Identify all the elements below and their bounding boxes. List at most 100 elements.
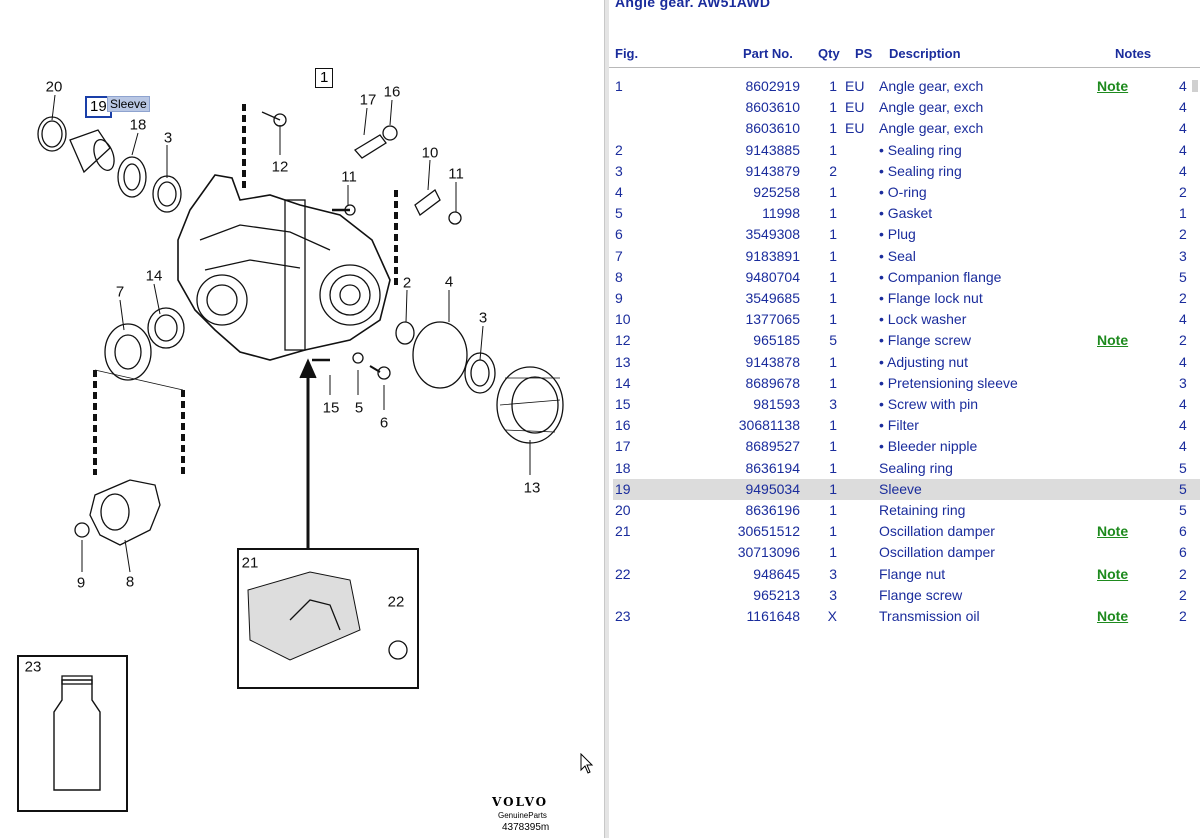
callout-4[interactable]: 4 — [444, 273, 454, 291]
cell-qty: 1 — [829, 417, 837, 434]
column-header-notes[interactable]: Notes — [1115, 46, 1152, 61]
cell-page: 4 — [1179, 78, 1187, 94]
callout-3b[interactable]: 3 — [478, 309, 488, 327]
callout-8[interactable]: 8 — [125, 573, 135, 591]
cell-fig: 18 — [615, 459, 631, 476]
cell-description: Transmission oil — [879, 608, 980, 624]
cell-description: Flange screw — [879, 586, 963, 603]
callout-14[interactable]: 14 — [145, 267, 163, 285]
cell-fig: 20 — [615, 502, 631, 518]
callout-17[interactable]: 17 — [359, 91, 377, 109]
cell-description: • Flange screw — [879, 332, 972, 349]
callout-18[interactable]: 18 — [129, 116, 147, 134]
cell-fig: 12 — [615, 332, 631, 349]
cell-part-no: 8602919 — [745, 78, 800, 94]
cell-description: Flange nut — [879, 565, 946, 582]
callout-13[interactable]: 13 — [523, 479, 541, 497]
cell-qty: 5 — [829, 332, 837, 349]
cell-fig: 1 — [615, 78, 623, 94]
cell-qty: X — [827, 608, 837, 624]
callout-3[interactable]: 3 — [163, 129, 173, 147]
panel-splitter[interactable] — [604, 0, 609, 838]
note-link[interactable]: Note — [1097, 523, 1129, 540]
callout-15[interactable]: 15 — [322, 399, 340, 417]
cell-part-no: 965213 — [753, 586, 800, 603]
callout-21[interactable]: 21 — [241, 554, 259, 572]
cell-qty: 3 — [829, 396, 837, 412]
cell-page: 4 — [1179, 162, 1187, 179]
cell-fig: 2 — [615, 141, 623, 158]
column-header-qty[interactable]: Qty — [818, 46, 840, 61]
callout-9[interactable]: 9 — [76, 574, 86, 592]
page-title: Angle gear. AW51AWD — [615, 0, 771, 10]
mouse-cursor-icon — [580, 753, 594, 774]
callout-20[interactable]: 20 — [45, 78, 63, 96]
cell-ps: EU — [845, 99, 865, 116]
column-header-description[interactable]: Description — [889, 46, 961, 61]
cell-qty: 1 — [829, 120, 837, 137]
note-link[interactable]: Note — [1097, 78, 1129, 94]
cell-fig: 6 — [615, 226, 623, 243]
column-header-ps[interactable]: PS — [855, 46, 873, 61]
cell-qty: 1 — [829, 523, 837, 540]
cell-qty: 1 — [829, 205, 837, 222]
callout-12[interactable]: 12 — [271, 158, 289, 176]
callout-16[interactable]: 16 — [383, 83, 401, 101]
cell-page: 5 — [1179, 502, 1187, 518]
scroll-indicator[interactable] — [1192, 80, 1198, 92]
cell-part-no: 30651512 — [737, 523, 800, 540]
cell-fig: 4 — [615, 184, 623, 200]
callout-11[interactable]: 11 — [341, 168, 357, 186]
main-assembly-box[interactable]: 1 — [315, 68, 334, 88]
cell-part-no: 9183891 — [745, 247, 800, 264]
column-header-part-no[interactable]: Part No. — [743, 46, 793, 61]
callout-22[interactable]: 22 — [387, 593, 405, 611]
callout-5[interactable]: 5 — [354, 399, 364, 417]
cell-fig: 10 — [615, 311, 631, 328]
callout-23[interactable]: 23 — [24, 658, 42, 676]
callout-10[interactable]: 10 — [421, 144, 439, 162]
callout-11b[interactable]: 11 — [448, 165, 464, 183]
cell-page: 4 — [1179, 353, 1187, 370]
callout-2[interactable]: 2 — [402, 274, 412, 292]
cell-part-no: 30713096 — [737, 544, 800, 561]
cell-fig: 5 — [615, 205, 623, 222]
callout-6[interactable]: 6 — [379, 414, 389, 432]
column-header-fig[interactable]: Fig. — [615, 46, 639, 61]
diagram-drawing — [17, 94, 564, 812]
cell-fig: 17 — [615, 438, 631, 455]
cell-qty: 1 — [829, 290, 837, 306]
cell-page: 2 — [1179, 586, 1187, 603]
note-link[interactable]: Note — [1097, 565, 1129, 582]
note-link[interactable]: Note — [1097, 608, 1129, 624]
callout-7[interactable]: 7 — [115, 283, 125, 301]
cell-page: 4 — [1179, 438, 1187, 455]
note-link[interactable]: Note — [1097, 332, 1129, 349]
